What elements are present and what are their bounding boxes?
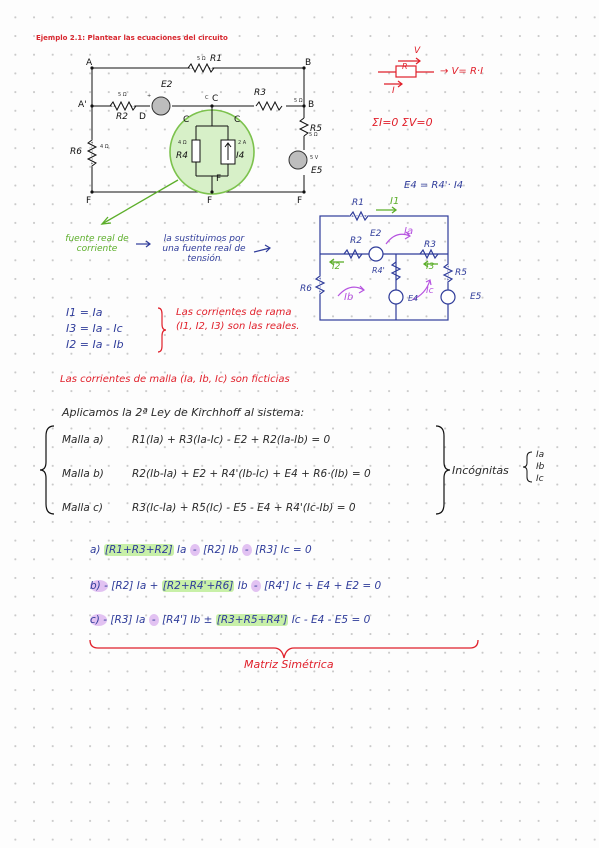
incognita-ib: Ib [536, 462, 545, 472]
r1-label: R1 [210, 54, 222, 64]
malla-a-eq: R1(Ia) + R3(Ia-Ic) - E2 + R2(Ia-Ib) = 0 [132, 434, 331, 446]
branch-note: Las corrientes de rama (I1, I2, I3) son … [176, 307, 300, 332]
ohm-r-label: R [402, 62, 408, 71]
c2-r4: R4' [372, 266, 385, 275]
r3-value: 5 Ω [294, 98, 303, 104]
malla-c-label: Malla c) [62, 502, 103, 514]
branch-eq-2: I3 = Ia - Ic [66, 322, 123, 335]
i4-value: 2 A [238, 140, 247, 146]
r2-label: R2 [116, 112, 128, 122]
i4-label: I4 [236, 151, 245, 161]
c2-r1: R1 [352, 198, 364, 208]
incognita-ic: Ic [536, 474, 544, 484]
matrix-row-b: b) - [R2] Ia + [R2+R4'+R6] Ib - [R4'] Ic… [90, 580, 382, 592]
malla-b-eq: R2(Ib-Ia) + E2 + R4'(Ib-Ic) + E4 + R6·(I… [132, 468, 371, 480]
node-c-inner-left: C [183, 115, 190, 125]
c2-i1: I1 [390, 196, 400, 207]
e5-label: E5 [311, 166, 323, 176]
node-a2-label: A' [78, 100, 87, 110]
note-e4-eq: E4 = R4'· I4 [404, 180, 464, 191]
c2-r6: R6 [300, 284, 312, 294]
c2-e2: E2 [370, 229, 382, 239]
c2-r2: R2 [350, 236, 362, 246]
node-f-inner: F [216, 174, 222, 184]
apply-kirchhoff: Aplicamos la 2ª Ley de Kirchhoff al sist… [62, 406, 305, 419]
incognitas-label: Incógnitas [452, 464, 509, 477]
r3-label: R3 [254, 88, 266, 98]
c2-i2: I2 [332, 262, 341, 272]
incognita-ia: Ia [536, 450, 545, 460]
mesh-note: Las corrientes de malla (Ia, Ib, Ic) son… [60, 374, 290, 385]
malla-c-eq: R3(Ic-Ia) + R5(Ic) - E5 - E4 + R4'(Ic-Ib… [132, 502, 356, 514]
r5-value: 5 Ω [309, 132, 318, 138]
ohm-v-label: V [414, 46, 421, 56]
node-c-small: C [205, 95, 209, 101]
node-f-right: F [297, 196, 303, 206]
r1-value: 5 Ω [197, 56, 206, 62]
c2-ia: Ia [404, 226, 414, 237]
r5-label: R5 [310, 124, 322, 134]
matrix-footer: Matriz Simétrica [244, 658, 334, 671]
r6-label: R6 [70, 147, 82, 157]
e2-label: E2 [161, 80, 173, 90]
node-c-inner-right: C [234, 115, 241, 125]
ohm-law: → V= R·I [440, 66, 484, 77]
node-b2-label: B [308, 100, 315, 110]
c2-e5: E5 [470, 292, 482, 302]
r2-value: 5 Ω [118, 92, 127, 98]
r6-value: 4 Ω [100, 144, 109, 150]
node-c-label: C [212, 94, 219, 104]
c2-r3: R3 [424, 240, 436, 250]
r4-value: 4 Ω [178, 140, 187, 146]
node-d-label: D [139, 112, 146, 122]
node-f-mid: F [207, 196, 213, 206]
e5-value: 5 V [310, 155, 319, 161]
malla-a-label: Malla a) [62, 434, 104, 446]
node-a-label: A [86, 58, 93, 68]
kirchhoff-laws: ΣI=0 ΣV=0 [372, 116, 433, 129]
node-b-label: B [305, 58, 312, 68]
c2-ic: Ic [426, 286, 434, 296]
matrix-row-c: c) - [R3] Ia - [R4'] Ib ± [R3+R5+R4'] Ic… [90, 614, 371, 626]
c2-i3: I3 [426, 262, 435, 272]
ohm-i-label: I [392, 86, 395, 96]
page-title: Ejemplo 2.1: Plantear las ecuaciones del… [36, 34, 228, 42]
node-f-left: F [86, 196, 92, 206]
malla-b-label: Malla b) [62, 468, 104, 480]
c2-e4: E4 [408, 294, 419, 303]
branch-eq-1: I1 = Ia [66, 306, 103, 319]
r4-label: R4 [176, 151, 188, 161]
e2-plus: + [147, 93, 152, 99]
matrix-row-a: a) [R1+R3+R2] Ia - [R2] Ib - [R3] Ic = 0 [90, 544, 312, 556]
branch-eq-3: I2 = Ia - Ib [66, 338, 124, 351]
c2-ib: Ib [344, 292, 354, 303]
c2-r5: R5 [455, 268, 467, 278]
note-fuente-corriente: fuente real de corriente [65, 234, 129, 254]
note-sustituimos: la sustituimos por una fuente real de te… [162, 234, 246, 264]
